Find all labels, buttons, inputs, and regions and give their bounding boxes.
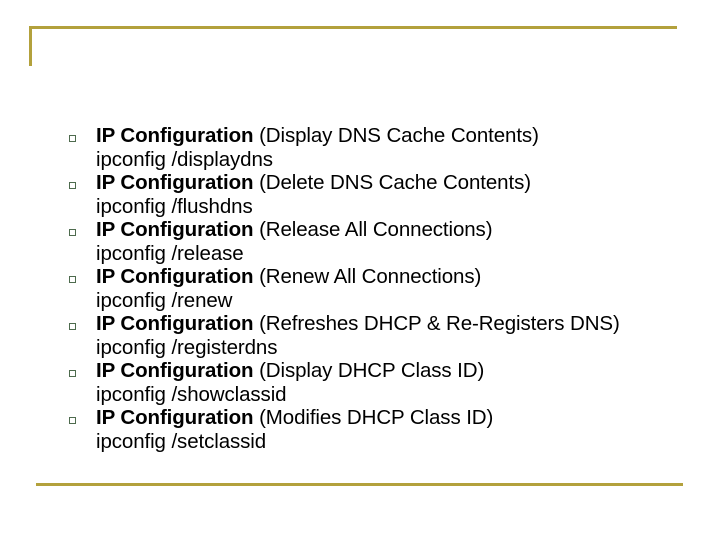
top-vertical-rule [29,26,32,66]
bullet-title: IP Configuration [96,406,254,429]
bullet-title: IP Configuration [96,312,254,335]
bullet-detail: (Modifies DHCP Class ID) [253,406,494,429]
square-bullet-icon [69,370,76,377]
bullet-title: IP Configuration [96,218,254,241]
bullet-command-line: ipconfig /renew [96,288,233,312]
bullet-primary-line: IP Configuration (Modifies DHCP Class ID… [96,406,704,430]
bullet-primary-line: IP Configuration (Display DNS Cache Cont… [96,124,704,148]
bullet-command-line: ipconfig /flushdns [96,194,253,218]
square-bullet-icon [69,276,76,283]
bullet-item: IP Configuration (Refreshes DHCP & Re-Re… [64,312,704,359]
bullet-title: IP Configuration [96,265,254,288]
bottom-horizontal-rule [36,483,683,486]
bullet-title: IP Configuration [96,171,254,194]
square-bullet-icon [69,135,76,142]
bullet-command-line: ipconfig /release [96,241,244,265]
square-bullet-icon [69,182,76,189]
bullet-command-line: ipconfig /showclassid [96,382,287,406]
bullet-detail: (Delete DNS Cache Contents) [253,171,531,194]
bullet-item: IP Configuration (Delete DNS Cache Conte… [64,171,704,218]
bullet-detail: (Display DHCP Class ID) [253,359,485,382]
bullet-detail: (Release All Connections) [253,218,493,241]
bullet-item: IP Configuration (Modifies DHCP Class ID… [64,406,704,453]
bullet-detail: (Display DNS Cache Contents) [253,124,539,147]
bullet-item: IP Configuration (Release All Connection… [64,218,704,265]
bullet-primary-line: IP Configuration (Renew All Connections) [96,265,704,289]
bullet-title: IP Configuration [96,359,254,382]
bullet-item: IP Configuration (Renew All Connections)… [64,265,704,312]
bullet-detail: (Renew All Connections) [253,265,482,288]
bullet-title: IP Configuration [96,124,254,147]
bullet-detail: (Refreshes DHCP & Re-Registers DNS) [253,312,620,335]
square-bullet-icon [69,229,76,236]
bullet-list: IP Configuration (Display DNS Cache Cont… [64,124,704,453]
bullet-command-line: ipconfig /displaydns [96,147,273,171]
bullet-item: IP Configuration (Display DHCP Class ID)… [64,359,704,406]
top-horizontal-rule [29,26,677,29]
square-bullet-icon [69,323,76,330]
bullet-primary-line: IP Configuration (Delete DNS Cache Conte… [96,171,704,195]
bullet-primary-line: IP Configuration (Release All Connection… [96,218,704,242]
bullet-item: IP Configuration (Display DNS Cache Cont… [64,124,704,171]
bullet-command-line: ipconfig /registerdns [96,335,278,359]
bullet-primary-line: IP Configuration (Refreshes DHCP & Re-Re… [96,312,704,336]
bullet-primary-line: IP Configuration (Display DHCP Class ID) [96,359,704,383]
square-bullet-icon [69,417,76,424]
bullet-command-line: ipconfig /setclassid [96,429,267,453]
